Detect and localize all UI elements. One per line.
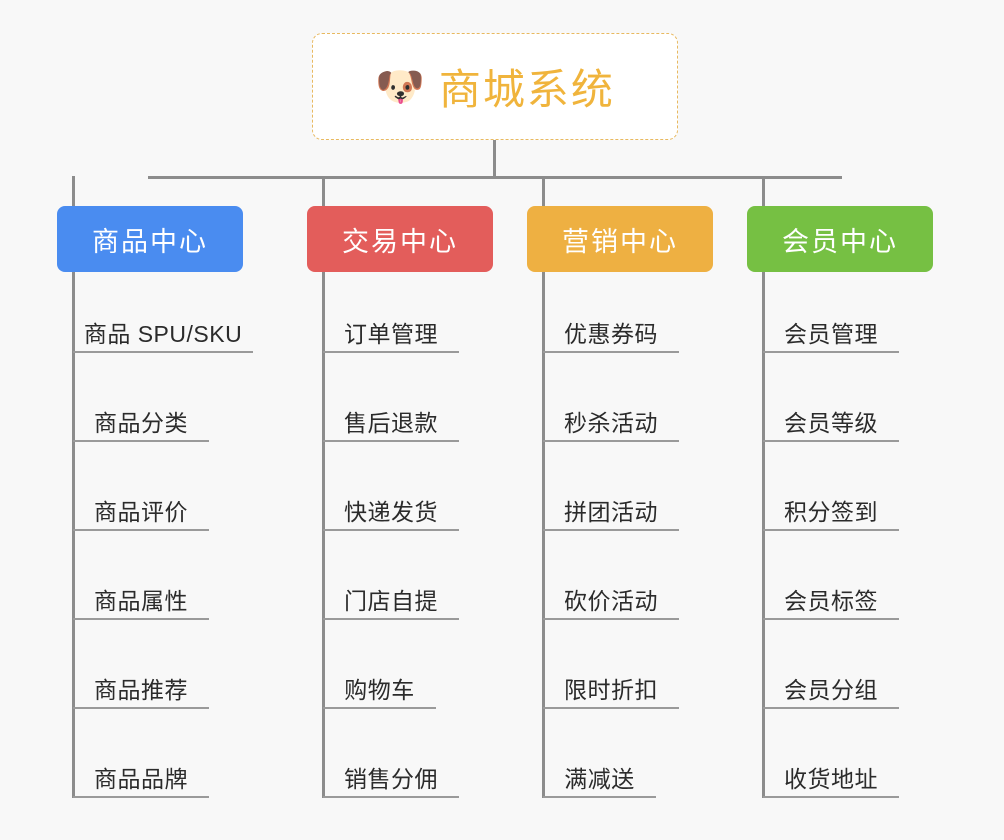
leaf-label: 砍价活动 — [564, 587, 658, 614]
leaf-label: 快递发货 — [344, 498, 438, 525]
leaf-label: 限时折扣 — [564, 676, 658, 703]
leaf-label: 商品分类 — [94, 409, 188, 436]
leaf-node[interactable]: 商品推荐 — [73, 657, 209, 709]
leaf-node[interactable]: 砍价活动 — [543, 568, 679, 620]
connector-drop-3 — [542, 176, 545, 207]
leaf-label: 商品 SPU/SKU — [83, 320, 243, 347]
leaf-node[interactable]: 快递发货 — [323, 479, 459, 531]
dog-face-icon: 🐶 — [375, 64, 425, 109]
leaf-node[interactable]: 秒杀活动 — [543, 390, 679, 442]
leaf-node[interactable]: 商品属性 — [73, 568, 209, 620]
leaf-node[interactable]: 优惠券码 — [543, 301, 679, 353]
leaf-node[interactable]: 拼团活动 — [543, 479, 679, 531]
leaf-node[interactable]: 订单管理 — [323, 301, 459, 353]
branch-trunk-3 — [542, 272, 545, 798]
root-node[interactable]: 🐶 商城系统 — [312, 33, 678, 140]
leaf-label: 门店自提 — [344, 587, 438, 614]
branch-label: 会员中心 — [782, 226, 898, 257]
leaf-label: 商品属性 — [94, 587, 188, 614]
connector-drop-4 — [762, 176, 765, 207]
leaf-label: 商品评价 — [94, 498, 188, 525]
leaf-node[interactable]: 会员分组 — [763, 657, 899, 709]
leaf-node[interactable]: 商品分类 — [73, 390, 209, 442]
root-title: 商城系统 — [438, 66, 615, 113]
branch-node-3[interactable]: 营销中心 — [527, 206, 713, 272]
leaf-label: 会员分组 — [784, 676, 878, 703]
connector-root-stem — [493, 140, 496, 178]
leaf-label: 售后退款 — [344, 409, 438, 436]
leaf-node[interactable]: 积分签到 — [763, 479, 899, 531]
leaf-label: 购物车 — [344, 676, 415, 703]
leaf-node[interactable]: 商品品牌 — [73, 746, 209, 798]
leaf-label: 优惠券码 — [564, 320, 658, 347]
leaf-label: 拼团活动 — [564, 498, 658, 525]
leaf-node[interactable]: 购物车 — [323, 657, 436, 709]
leaf-node[interactable]: 门店自提 — [323, 568, 459, 620]
branch-trunk-2 — [322, 272, 325, 798]
leaf-label: 会员标签 — [784, 587, 878, 614]
branch-label: 营销中心 — [562, 226, 678, 257]
branch-trunk-4 — [762, 272, 765, 798]
leaf-node[interactable]: 会员标签 — [763, 568, 899, 620]
leaf-node[interactable]: 满减送 — [543, 746, 656, 798]
leaf-label: 商品品牌 — [94, 765, 188, 792]
leaf-node[interactable]: 会员管理 — [763, 301, 899, 353]
leaf-label: 商品推荐 — [94, 676, 188, 703]
leaf-node[interactable]: 收货地址 — [763, 746, 899, 798]
leaf-label: 会员管理 — [784, 320, 878, 347]
branch-node-4[interactable]: 会员中心 — [747, 206, 933, 272]
leaf-label: 订单管理 — [344, 320, 438, 347]
connector-drop-2 — [322, 176, 325, 207]
leaf-label: 收货地址 — [784, 765, 878, 792]
leaf-label: 积分签到 — [784, 498, 878, 525]
connector-horizontal-bus — [148, 176, 842, 179]
leaf-node[interactable]: 限时折扣 — [543, 657, 679, 709]
leaf-label: 销售分佣 — [344, 765, 438, 792]
leaf-node[interactable]: 商品 SPU/SKU — [73, 301, 253, 353]
connector-drop-1 — [72, 176, 75, 207]
leaf-node[interactable]: 售后退款 — [323, 390, 459, 442]
branch-node-1[interactable]: 商品中心 — [57, 206, 243, 272]
branch-label: 交易中心 — [342, 226, 458, 257]
branch-label: 商品中心 — [92, 226, 208, 257]
leaf-node[interactable]: 会员等级 — [763, 390, 899, 442]
branch-node-2[interactable]: 交易中心 — [307, 206, 493, 272]
leaf-node[interactable]: 销售分佣 — [323, 746, 459, 798]
leaf-label: 会员等级 — [784, 409, 878, 436]
leaf-label: 秒杀活动 — [564, 409, 658, 436]
leaf-label: 满减送 — [564, 765, 635, 792]
leaf-node[interactable]: 商品评价 — [73, 479, 209, 531]
branch-trunk-1 — [72, 272, 75, 798]
